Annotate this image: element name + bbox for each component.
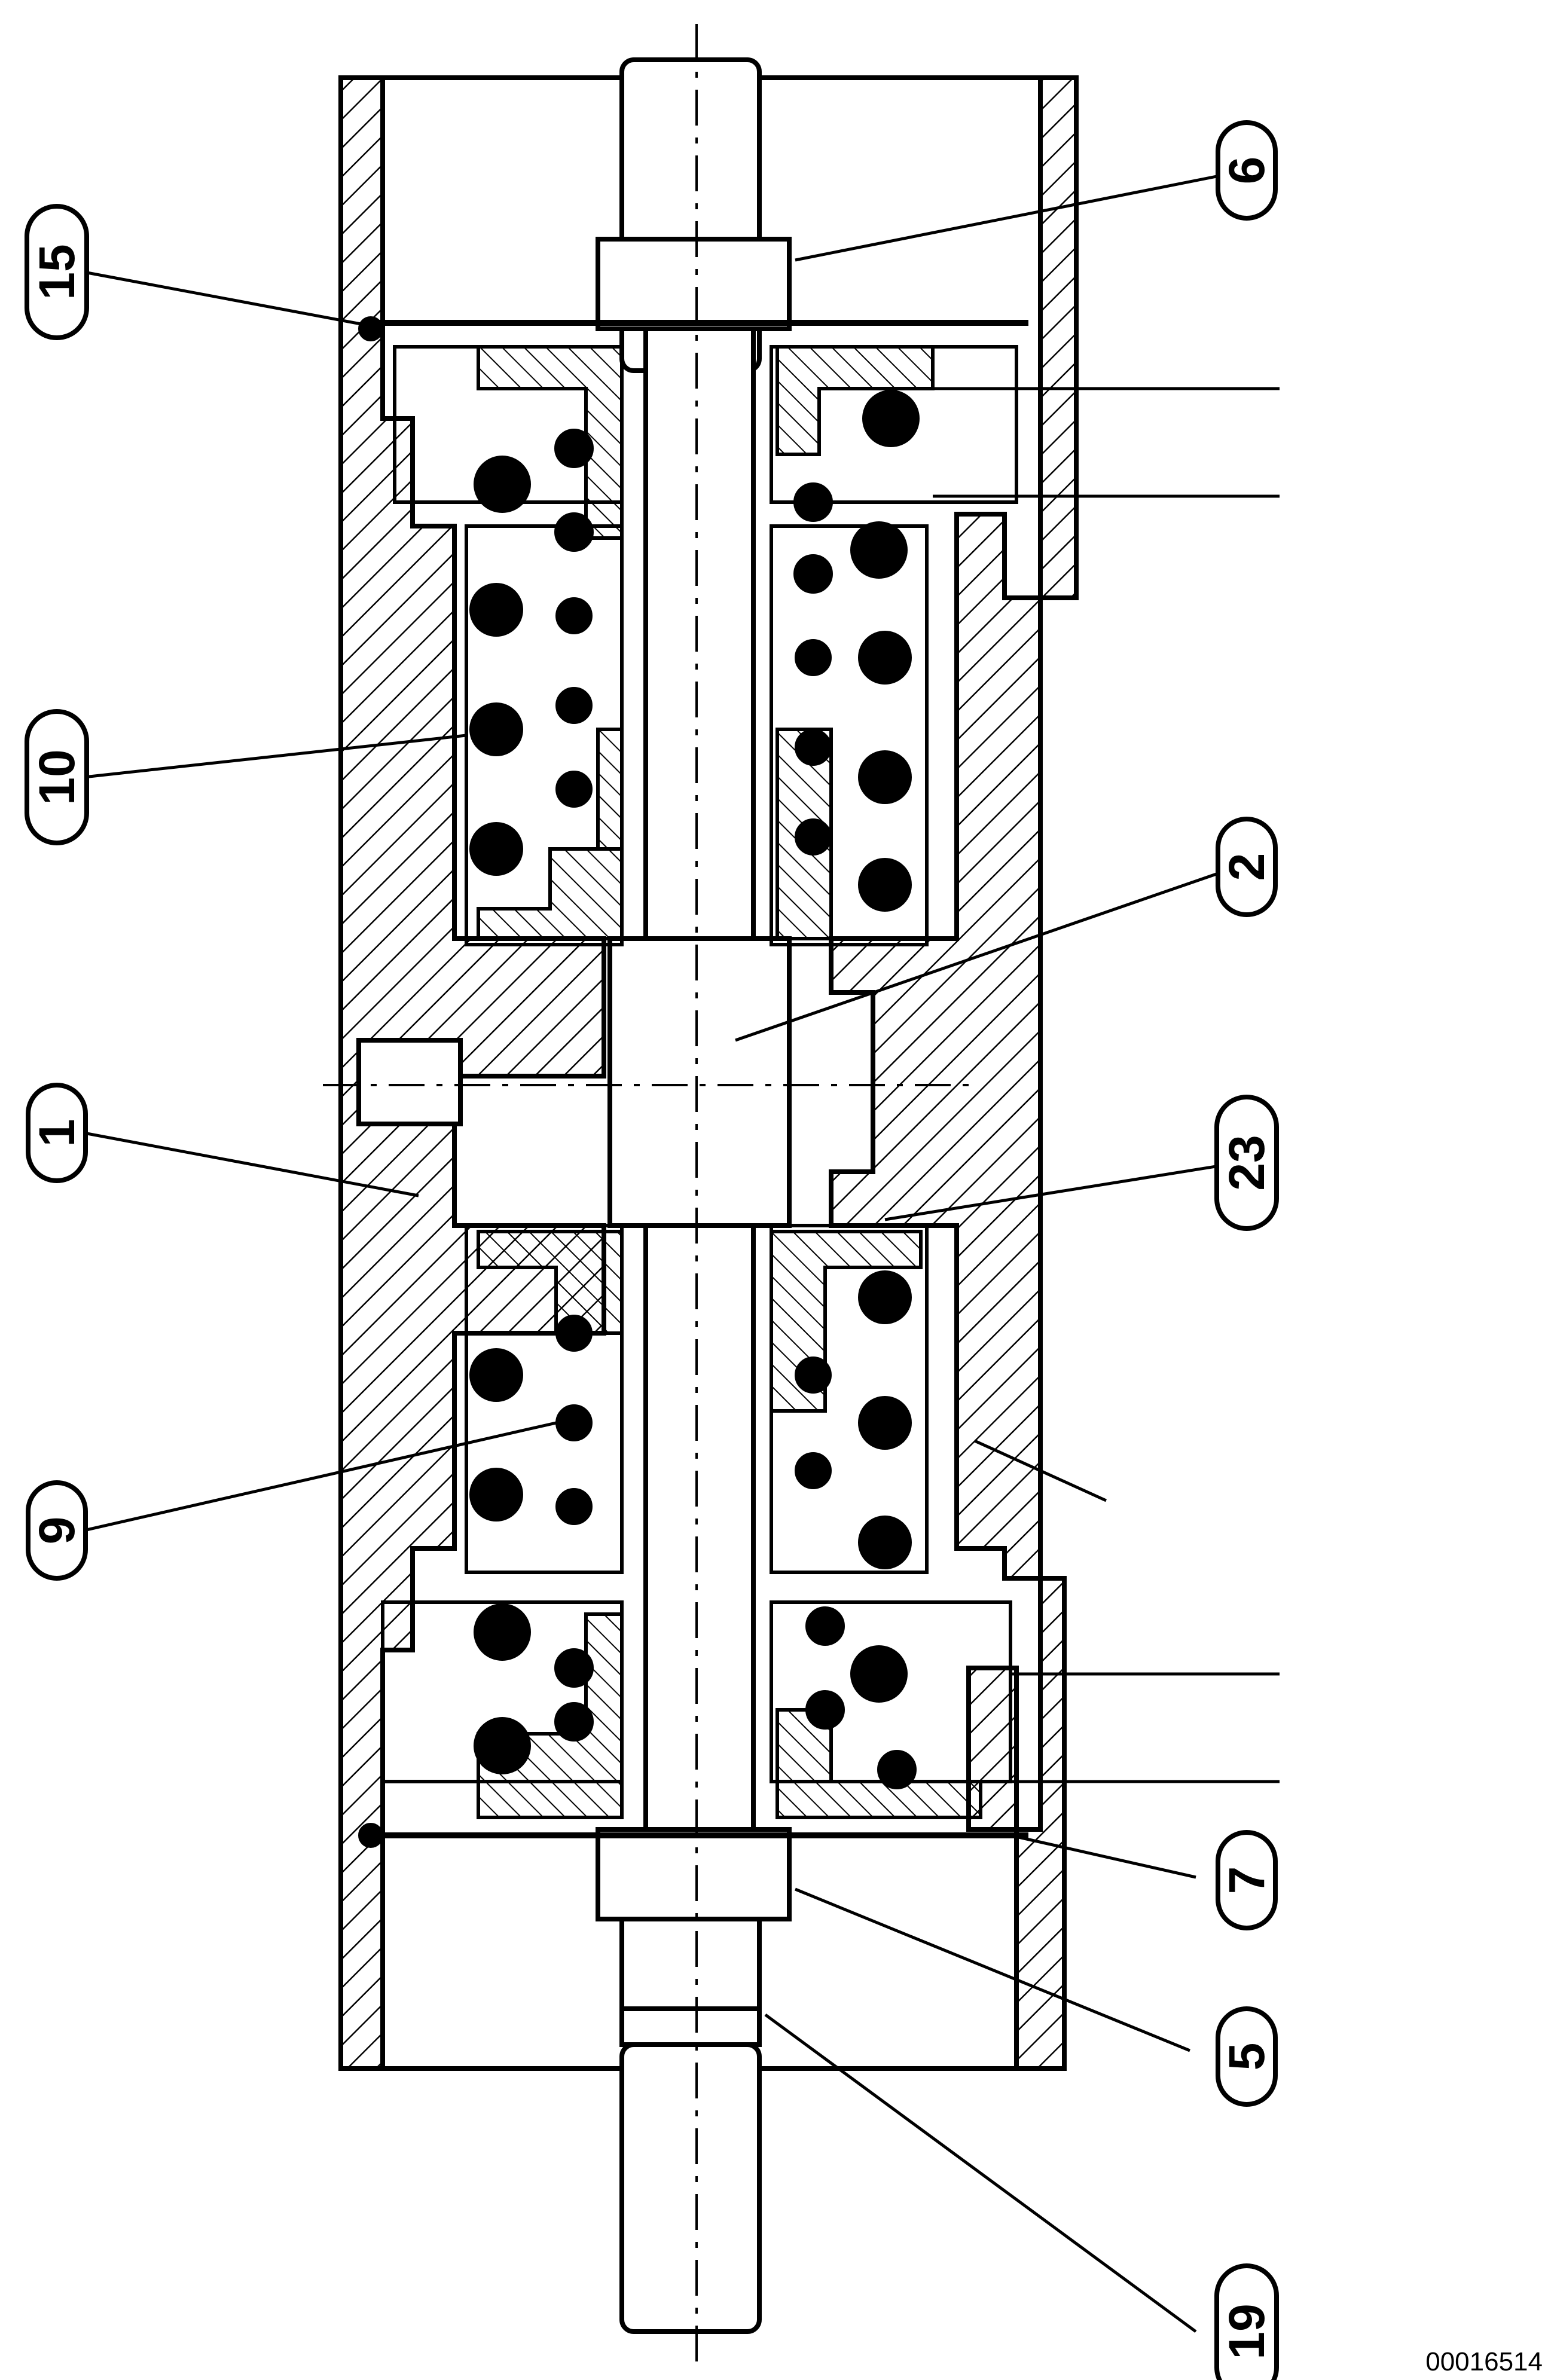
leader-lines <box>83 173 1280 2333</box>
callout-15: 15 <box>25 204 89 340</box>
center-lines <box>323 24 969 2367</box>
lower-spring-pack <box>465 1224 929 1574</box>
housing-body <box>338 75 1079 2071</box>
callout-5: 5 <box>1216 2006 1278 2107</box>
callout-23: 23 <box>1214 1095 1279 1231</box>
reference-number: 00016514 <box>1425 2347 1543 2376</box>
svg-text:1: 1 <box>29 1119 85 1147</box>
svg-text:10: 10 <box>29 749 85 805</box>
callout-7: 7 <box>1216 1830 1278 1930</box>
callout-1: 1 <box>26 1083 88 1183</box>
callout-9: 9 <box>26 1480 88 1581</box>
svg-text:2: 2 <box>1219 853 1275 881</box>
top-spring-pack <box>358 316 1028 594</box>
svg-text:19: 19 <box>1219 2303 1275 2359</box>
callout-2: 2 <box>1216 817 1278 917</box>
svg-text:9: 9 <box>29 1517 85 1545</box>
callout-6: 6 <box>1216 120 1278 221</box>
svg-text:15: 15 <box>29 244 85 300</box>
callout-10: 10 <box>25 709 89 845</box>
svg-text:23: 23 <box>1219 1135 1275 1190</box>
callout-19: 19 <box>1214 2263 1279 2380</box>
svg-text:7: 7 <box>1219 1866 1275 1895</box>
bottom-spring-pack <box>358 1600 1028 1848</box>
svg-text:5: 5 <box>1219 2043 1275 2071</box>
svg-text:6: 6 <box>1219 157 1275 185</box>
shaft <box>596 57 792 2334</box>
